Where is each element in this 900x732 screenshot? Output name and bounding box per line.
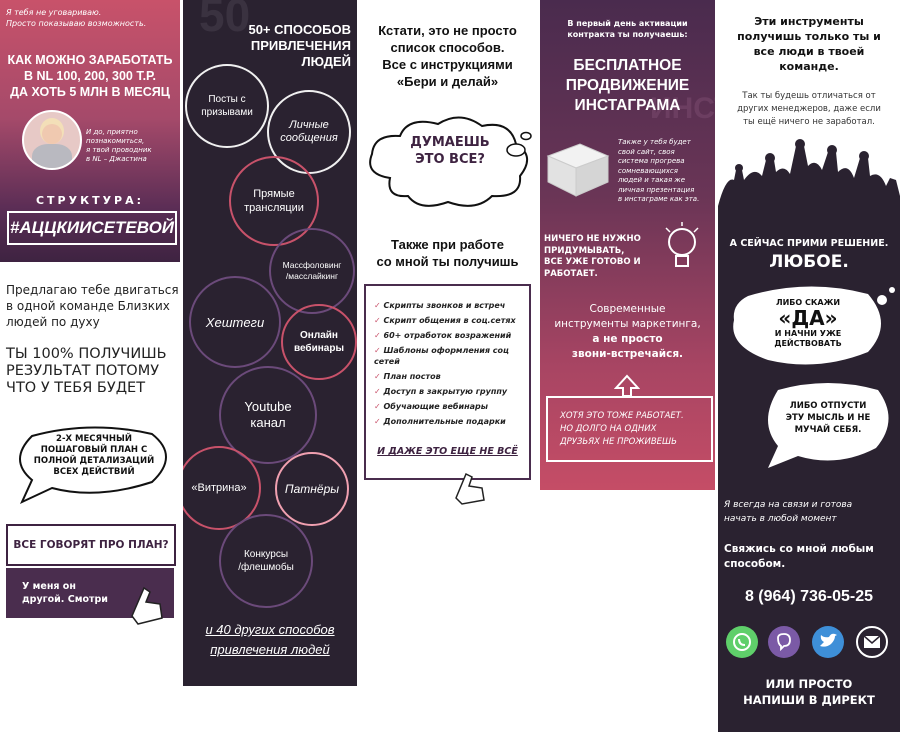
more-methods: и 40 других способов привлечения людей: [205, 622, 335, 657]
list-item: ✓ Обучающие вебинары: [374, 402, 488, 411]
cloud-text: ДУМАЕШЬ ЭТО ВСЕ?: [410, 135, 490, 167]
features-list: ✓ Скрипты звонков и встреч ✓ Скрипт обще…: [366, 286, 529, 427]
decide-text: А СЕЙЧАС ПРИМИ РЕШЕНИЕ.: [729, 238, 889, 249]
speech-bubble-let-go: [768, 383, 889, 468]
mine-other-banner: У меня он другой. Смотри: [6, 568, 174, 625]
thought-cloud-shape: [369, 116, 532, 207]
bubble-let-go-text: ЛИБО ОТПУСТИ ЭТУ МЫСЛЬ И НЕ МУЧАЙ СЕБЯ.: [785, 401, 871, 435]
everyone-plan-text: ВСЕ ГОВОРЯТ ПРО ПЛАН?: [13, 539, 169, 551]
panel-plan: Я тебя не уговариваю. Просто показываю в…: [0, 0, 180, 732]
pointing-hand-icon: [455, 472, 485, 505]
differ-text: Так ты будешь отличаться от других менед…: [737, 91, 881, 127]
list-item: ✓ Дополнительные подарки: [374, 417, 506, 426]
list-item: ✓ Скрипты звонков и встреч: [374, 301, 506, 310]
panel-decision: Эти инструменты получишь только ты и все…: [718, 0, 900, 732]
hashtag: #АЦЦКИИСЕТЕВОЙ: [9, 218, 175, 237]
tools-text: Эти инструменты получишь только ты и все…: [737, 15, 881, 73]
everyone-plan-box: ВСЕ ГОВОРЯТ ПРО ПЛАН?: [6, 524, 176, 566]
panel-methods: 50 50+ СПОСОБОВ ПРИВЛЕЧЕНИЯ ЛЮДЕЙ Посты …: [183, 0, 357, 686]
list-item: ✓ 60+ отработок возражений: [374, 331, 512, 340]
circle-partners: Патнёры: [275, 452, 349, 526]
circle-hashtags: Хештеги: [189, 276, 281, 368]
first-day-text: В первый день активации контракта ты пол…: [567, 19, 688, 39]
email-icon[interactable]: [856, 626, 888, 658]
phone-number[interactable]: 8 (964) 736-05-25: [744, 588, 874, 605]
hashtag-box: #АЦЦКИИСЕТЕВОЙ: [7, 211, 177, 245]
circle-showcase: «Витрина»: [183, 446, 261, 530]
whatsapp-icon[interactable]: [726, 626, 758, 658]
background-word: ИНСТА: [650, 92, 715, 125]
speech-bubble-yes: [733, 286, 895, 365]
speech-bubble-shape: [19, 426, 167, 505]
nothing-to-invent: НИЧЕГО НЕ НУЖНО ПРИДУМЫВАТЬ, ВСЕ УЖЕ ГОТ…: [544, 234, 641, 279]
author-note: И до, приятно познакомиться, я твой пров…: [86, 128, 152, 163]
panel-instructions: Кстати, это не просто список способов. В…: [360, 0, 535, 510]
arrow-up-icon: [614, 374, 640, 396]
site-note: Также у тебя будет свой сайт, своя систе…: [618, 138, 700, 203]
contact-text: Свяжись со мной любым способом.: [724, 543, 874, 570]
works-box: ХОТЯ ЭТО ТОЖЕ РАБОТАЕТ. НО ДОЛГО НА ОДНИ…: [546, 396, 713, 462]
lightbulb-icon: [665, 222, 699, 267]
instructions-title: Кстати, это не просто список способов. В…: [378, 23, 517, 89]
circle-massfollowing: Массфоловинг/масслайкинг: [269, 228, 355, 314]
heroes-silhouette: [718, 139, 900, 232]
offer-text: Предлагаю тебе двигаться в одной команде…: [6, 283, 179, 329]
list-item: ✓ Доступ в закрытую группу: [374, 387, 508, 396]
bubble-yes-text: ЛИБО СКАЖИ «ДА» И НАЧНИ УЖЕ ДЕЙСТВОВАТЬ: [774, 298, 842, 348]
decision-dark-area: А СЕЙЧАС ПРИМИ РЕШЕНИЕ. ЛЮБОЕ. ЛИБО СКАЖ…: [718, 228, 900, 732]
gift-box-icon: [546, 143, 610, 197]
modern-tools-text: Современные инструменты маркетинга, а не…: [554, 303, 701, 360]
panel-plan-header: Я тебя не уговариваю. Просто показываю в…: [0, 0, 180, 262]
features-box: ✓ Скрипты звонков и встреч ✓ Скрипт обще…: [364, 284, 531, 480]
twitter-icon[interactable]: [812, 626, 844, 658]
headline: КАК МОЖНО ЗАРАБОТАТЬ В NL 100, 200, 300 …: [7, 53, 173, 99]
background-number: 50: [199, 0, 251, 41]
methods-title: 50+ СПОСОБОВ ПРИВЛЕЧЕНИЯ ЛЮДЕЙ: [248, 22, 351, 69]
intro-text: Я тебя не уговариваю. Просто показываю в…: [6, 8, 147, 28]
mine-other-text: У меня он другой. Смотри: [22, 581, 108, 605]
plan-bubble-text: 2-Х МЕСЯЧНЫЙ ПОШАГОВЫЙ ПЛАН С ПОЛНОЙ ДЕТ…: [33, 434, 155, 477]
not-all-text: И ДАЖЕ ЭТО ЕЩЕ НЕ ВСЁ: [377, 446, 518, 457]
circle-contests: Конкурсы/флешмобы: [219, 514, 313, 608]
works-text: ХОТЯ ЭТО ТОЖЕ РАБОТАЕТ. НО ДОЛГО НА ОДНИ…: [560, 411, 684, 447]
pointing-hand-icon: [131, 586, 163, 625]
list-item: ✓ Скрипт общения в соц.сетях: [374, 316, 516, 325]
author-avatar: [22, 110, 82, 170]
also-text: Также при работе со мной ты получишь: [376, 237, 519, 269]
always-text: Я всегда на связи и готова начать в любо…: [724, 500, 853, 524]
structure-label: СТРУКТУРА:: [35, 194, 145, 207]
promo-headline: БЕСПЛАТНОЕ ПРОДВИЖЕНИЕ ИНСТАГРАМА: [565, 57, 690, 114]
list-item: ✓ Шаблоны оформления соц сетей: [374, 346, 509, 366]
viber-icon[interactable]: [768, 626, 800, 658]
result-text: ТЫ 100% ПОЛУЧИШЬ РЕЗУЛЬТАТ ПОТОМУ ЧТО У …: [6, 346, 167, 396]
list-item: ✓ План постов: [374, 372, 441, 381]
direct-text: ИЛИ ПРОСТО НАПИШИ В ДИРЕКТ: [743, 677, 875, 707]
panel-promotion: В первый день активации контракта ты пол…: [540, 0, 715, 490]
any-text: ЛЮБОЕ.: [769, 252, 849, 272]
